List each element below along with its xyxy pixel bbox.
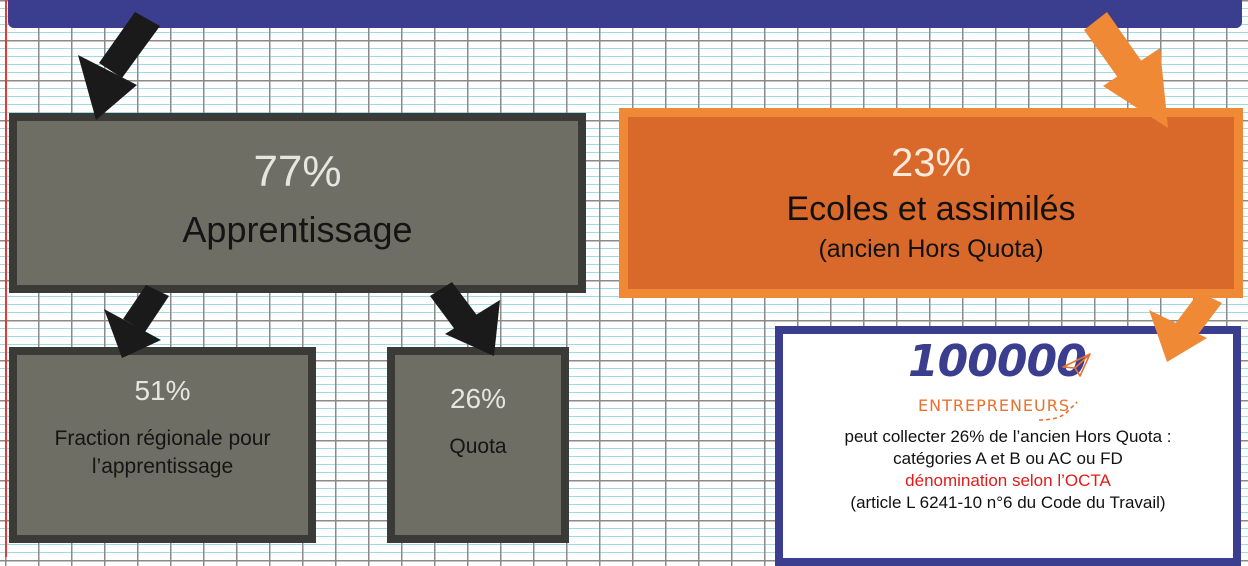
info-line-1: peut collecter 26% de l’ancien Hors Quot…: [844, 427, 1172, 446]
logo-number: 100000: [908, 336, 1087, 387]
ecoles-title: Ecoles et assimilés: [786, 190, 1076, 228]
quota-percent: 26%: [449, 383, 507, 414]
arrow-to-ecoles: [1084, 12, 1168, 128]
arrow-to-info: [1149, 292, 1222, 362]
dashed-swirl-icon: [1038, 401, 1078, 421]
fraction-regionale-label-2: l’apprentissage: [91, 455, 234, 478]
entrepreneurs-logo: 100000 ENTREPRENEURS: [783, 334, 1233, 426]
arrow-to-apprentissage: [78, 12, 160, 120]
ecoles-box: 23% Ecoles et assimilés (ancien Hors Quo…: [619, 108, 1243, 298]
quota-box: 26% Quota: [387, 347, 569, 543]
fraction-regionale-box: 51% Fraction régionale pour l’apprentiss…: [9, 347, 316, 543]
arrow-to-quota: [430, 282, 500, 356]
arrow-to-fraction: [104, 285, 169, 358]
fraction-regionale-percent: 51%: [134, 375, 191, 406]
apprentissage-box: 77% Apprentissage: [9, 113, 586, 293]
apprentissage-percent: 77%: [253, 147, 342, 196]
info-line-4: (article L 6241-10 n°6 du Code du Travai…: [850, 493, 1166, 512]
info-line-2: catégories A et B ou AC ou FD: [893, 449, 1123, 468]
quota-label: Quota: [449, 435, 507, 458]
apprentissage-label: Apprentissage: [182, 209, 413, 250]
ecoles-percent: 23%: [890, 141, 972, 185]
logo-word: ENTREPRENEURS: [918, 396, 1071, 415]
paper-plane-icon: [1062, 353, 1091, 377]
fraction-regionale-label-1: Fraction régionale pour: [54, 427, 271, 450]
info-line-3-highlight: dénomination selon l’OCTA: [905, 471, 1111, 490]
ecoles-subtitle: (ancien Hors Quota): [818, 235, 1044, 263]
notebook-margin-line: [5, 0, 7, 557]
top-banner: [8, 0, 1242, 28]
